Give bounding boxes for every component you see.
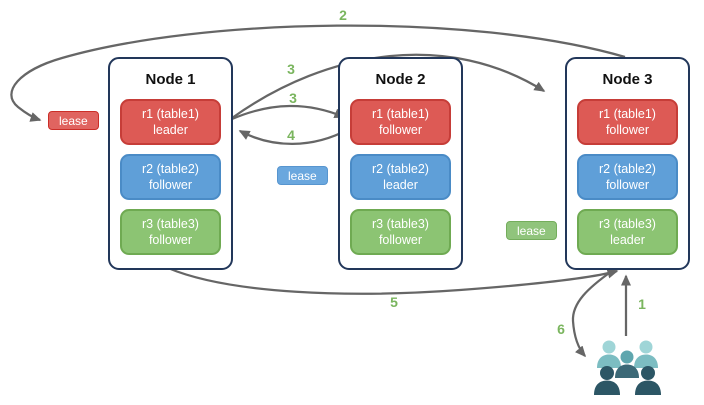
replica-label: r3 (table3) [599, 216, 656, 231]
replica-role: leader [610, 233, 645, 247]
node-1-title: Node 1 [145, 71, 196, 88]
replica-role: follower [148, 178, 193, 192]
step-label-3a: 3 [287, 61, 295, 77]
replica-role: follower [605, 178, 650, 192]
step-label-3b: 3 [289, 90, 297, 106]
arrow-step-3-to-node2 [231, 104, 346, 121]
node-2: Node 2 r1 (table1) follower r2 (table2) … [338, 57, 463, 270]
users-group-icon [594, 340, 661, 395]
lease-badge-table3: lease [506, 221, 557, 240]
replica-label: r1 (table1) [142, 106, 199, 121]
step-label-2: 2 [339, 7, 347, 23]
arrow-step-6 [571, 270, 613, 358]
replica-role: follower [148, 233, 193, 247]
step-label-1: 1 [638, 296, 646, 312]
arrow-step-3-to-node3 [231, 53, 546, 119]
replica-label: r1 (table1) [372, 106, 429, 121]
node-1: Node 1 r1 (table1) leader r2 (table2) fo… [108, 57, 233, 270]
replica-label: r3 (table3) [372, 216, 429, 231]
node-3-replica-r3: r3 (table3) leader [577, 209, 678, 255]
replica-role: leader [153, 123, 188, 137]
replica-label: r2 (table2) [599, 161, 656, 176]
arrow-step-2 [10, 24, 626, 122]
replica-label: r3 (table3) [142, 216, 199, 231]
lease-badge-table1: lease [48, 111, 99, 130]
replica-role: follower [378, 123, 423, 137]
replica-label: r1 (table1) [599, 106, 656, 121]
node-1-replica-r3: r3 (table3) follower [120, 209, 221, 255]
node-2-replica-r2: r2 (table2) leader [350, 154, 451, 200]
step-label-5: 5 [390, 294, 398, 310]
step-label-6: 6 [557, 321, 565, 337]
node-3: Node 3 r1 (table1) follower r2 (table2) … [565, 57, 690, 270]
replica-role: follower [605, 123, 650, 137]
replica-role: leader [383, 178, 418, 192]
replica-label: r2 (table2) [372, 161, 429, 176]
node-2-title: Node 2 [375, 71, 426, 88]
node-2-replica-r3: r3 (table3) follower [350, 209, 451, 255]
replica-role: follower [378, 233, 423, 247]
node-3-replica-r2: r2 (table2) follower [577, 154, 678, 200]
arrow-step-5 [167, 266, 619, 295]
node-1-replica-r1: r1 (table1) leader [120, 99, 221, 145]
arrow-step-4 [238, 128, 350, 145]
step-label-4: 4 [287, 127, 295, 143]
node-3-replica-r1: r1 (table1) follower [577, 99, 678, 145]
node-3-title: Node 3 [602, 71, 653, 88]
replica-label: r2 (table2) [142, 161, 199, 176]
lease-badge-table2: lease [277, 166, 328, 185]
node-1-replica-r2: r2 (table2) follower [120, 154, 221, 200]
node-2-replica-r1: r1 (table1) follower [350, 99, 451, 145]
